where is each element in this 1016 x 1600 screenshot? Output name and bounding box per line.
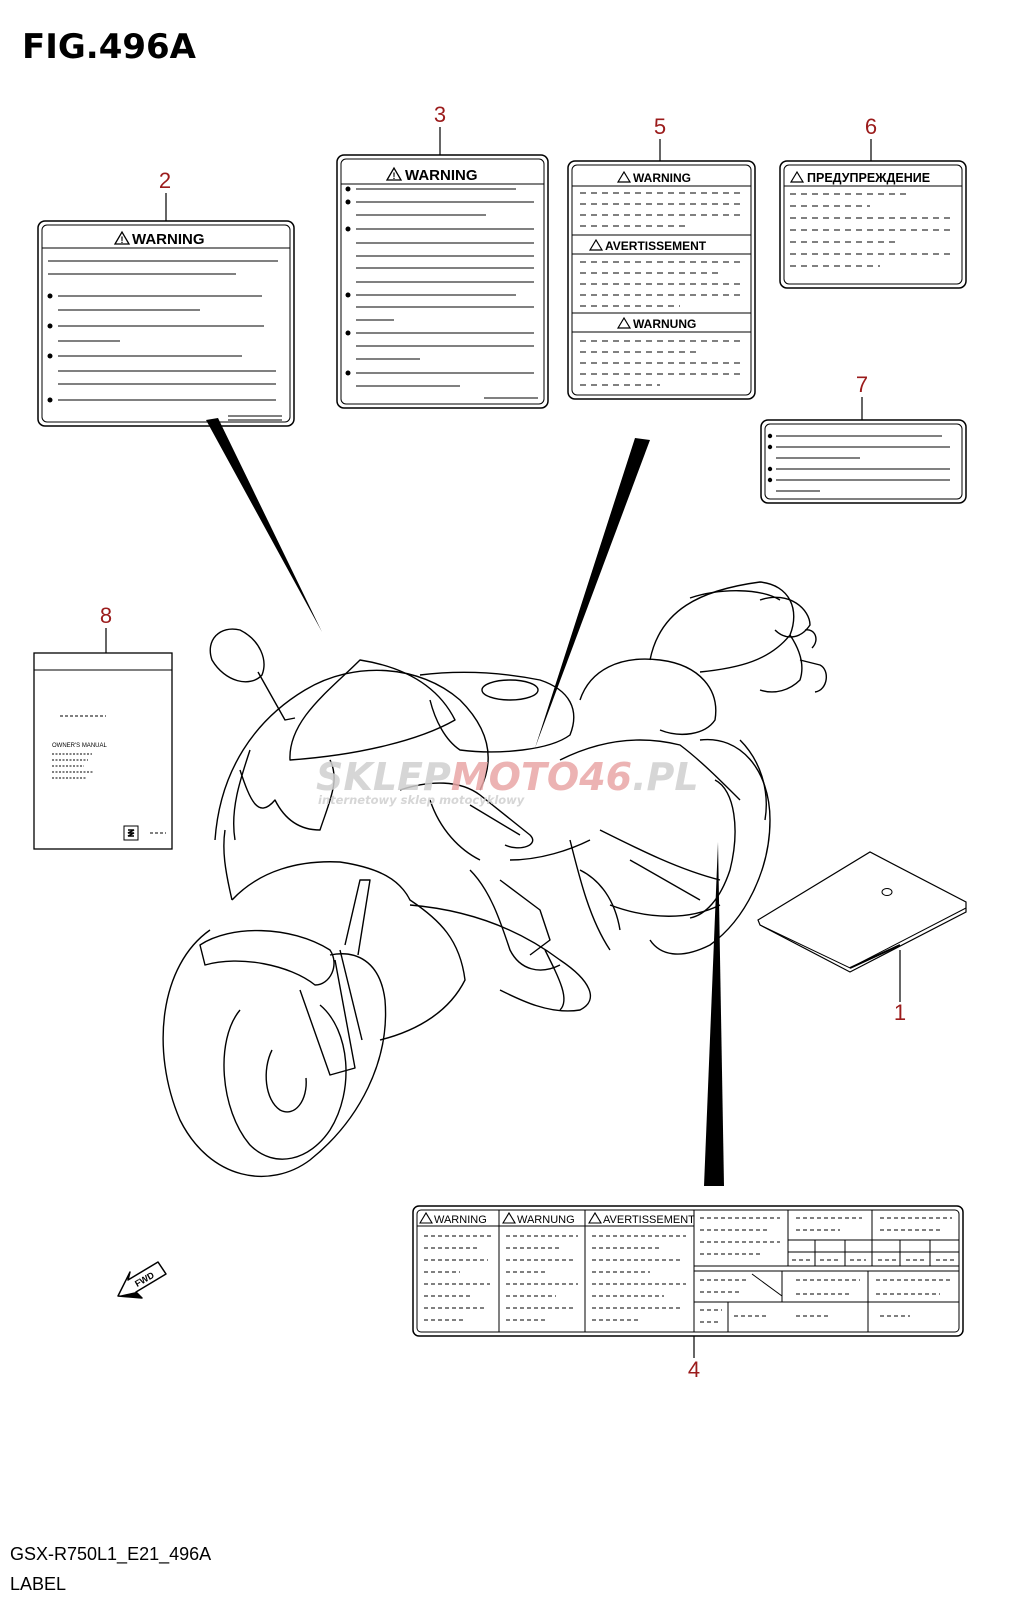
footer-caption: LABEL (10, 1574, 66, 1594)
fwd-arrow-icon: FWD (117, 1261, 167, 1299)
warning-triangle-icon: ! (385, 166, 403, 181)
avertissement-heading: AVERTISSEMENT (605, 239, 707, 253)
callout-8: 8 (100, 603, 112, 628)
warnung-heading: WARNUNG (517, 1214, 575, 1226)
figure-title: FIG.496A (22, 27, 197, 67)
warning-heading: WARNING (633, 171, 691, 185)
avertissement-heading: AVERTISSEMENT (603, 1214, 695, 1226)
warning-heading: WARNING (434, 1214, 487, 1226)
svg-text:SKLEPMOTO46.PL: SKLEPMOTO46.PL (316, 755, 699, 799)
label-6: ПРЕДУПРЕЖДЕНИЕ 6 (779, 114, 967, 289)
warnung-heading: WARNUNG (633, 317, 696, 331)
svg-text:!: ! (393, 171, 396, 181)
svg-text:!: ! (121, 235, 124, 245)
warning-triangle-icon (616, 170, 632, 183)
label-2: ! WARNING 2 (37, 168, 295, 427)
label-5: WARNING AVERTISSEMENT WARNUNG 5 (567, 114, 756, 400)
watermark-brand-b: MOTO (451, 755, 579, 799)
warning-heading: WARNING (132, 231, 205, 248)
warning-triangle-icon (789, 170, 805, 183)
watermark-tagline: internetowy sklep motocyklowy (318, 793, 525, 807)
watermark-brand-a: SKLEP (316, 755, 451, 799)
footer-code: GSX-R750L1_E21_496A (10, 1544, 211, 1565)
warning-triangle-icon (502, 1211, 516, 1224)
pointer-wedge-label-3 (535, 438, 650, 748)
watermark-brand-c: 46 (578, 755, 632, 799)
callout-7: 7 (856, 372, 868, 397)
warning-triangle-icon (616, 316, 632, 329)
callout-2: 2 (159, 168, 171, 193)
callout-6: 6 (865, 114, 877, 139)
warning-heading: WARNING (405, 167, 478, 184)
callout-1: 1 (894, 1000, 906, 1025)
owners-manual-text: OWNER'S MANUAL (52, 743, 107, 749)
label-3: ! WARNING 3 (336, 102, 549, 409)
label-8-owners-manual: OWNER'S MANUAL 8 (33, 603, 173, 850)
warning-triangle-icon (419, 1211, 433, 1224)
pointer-wedge-label-2 (206, 418, 322, 632)
callout-3: 3 (434, 102, 446, 127)
motorcycle-illustration (162, 581, 827, 1178)
watermark-brand-d: .PL (632, 755, 699, 799)
russian-warning-heading: ПРЕДУПРЕЖДЕНИЕ (807, 171, 930, 185)
label-7: 7 (760, 372, 967, 504)
label-4: WARNING WARNUNG AVERTISSEMENT (412, 1205, 964, 1382)
warning-triangle-icon (588, 1211, 602, 1224)
callout-5: 5 (654, 114, 666, 139)
callout-4: 4 (688, 1357, 700, 1382)
watermark: SKLEPMOTO46.PL internetowy sklep motocyk… (316, 755, 699, 807)
warning-triangle-icon: ! (113, 230, 131, 245)
label-1-sheet: 1 (757, 851, 967, 1025)
pointer-wedge-label-4 (704, 842, 724, 1186)
suzuki-logo-icon (123, 825, 139, 841)
warning-triangle-icon (588, 238, 604, 251)
